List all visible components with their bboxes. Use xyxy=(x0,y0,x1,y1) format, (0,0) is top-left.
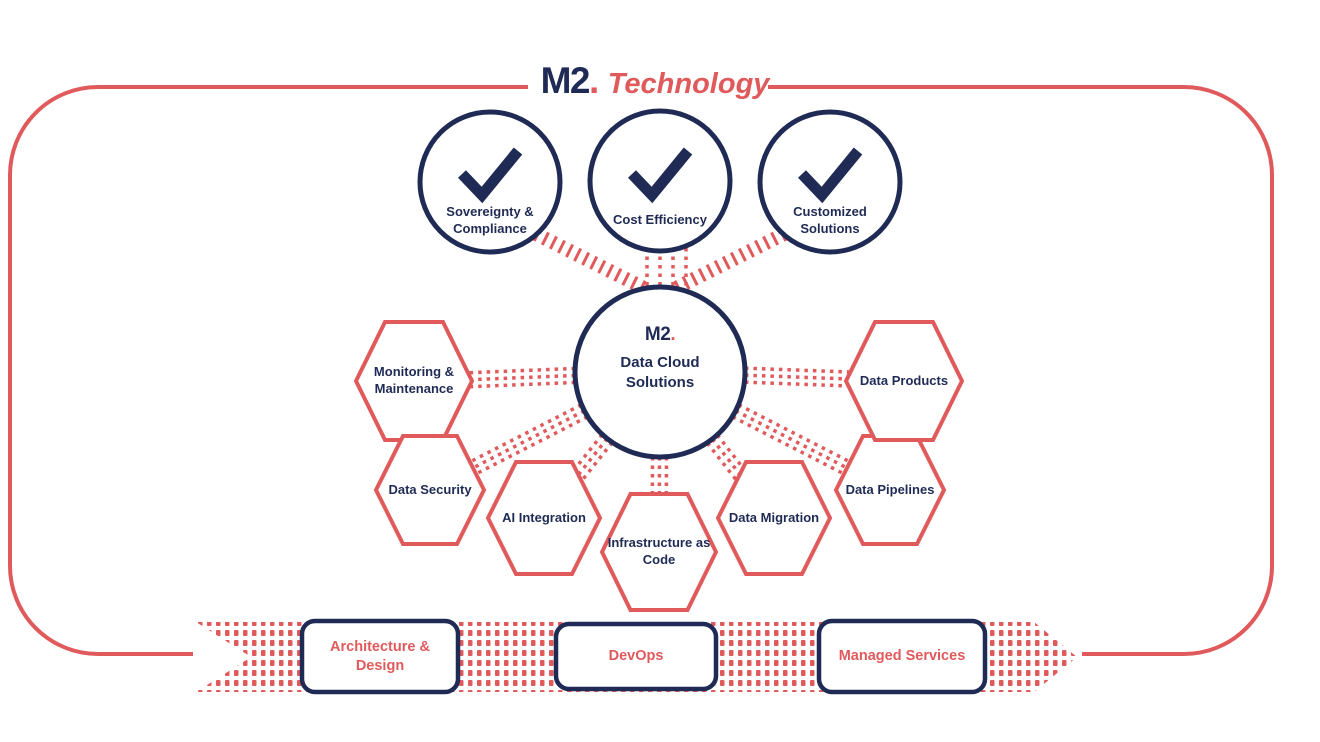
process-box-devops xyxy=(553,621,719,692)
service-hexagon-data-products xyxy=(843,320,965,442)
service-label-data-security: Data Security xyxy=(388,482,472,497)
center-content: M2. Data Cloud Solutions xyxy=(575,324,745,392)
center-label: Data Cloud Solutions xyxy=(620,354,700,391)
service-label-monitoring: Monitoring & Maintenance xyxy=(373,364,455,396)
check-icon xyxy=(458,147,523,204)
process-box-managed-services xyxy=(816,618,988,695)
benefit-connector-right xyxy=(668,227,788,297)
benefit-label-customized: Customized Solutions xyxy=(793,204,867,236)
center-logo-dot: . xyxy=(670,324,676,345)
border-frame xyxy=(8,85,1274,656)
process-label-devops: DevOps xyxy=(556,624,716,689)
process-box-architecture xyxy=(299,618,461,695)
diagram-title: M2. Technology xyxy=(460,60,850,106)
process-label-text: Managed Services xyxy=(838,648,966,665)
service-label-data-migration: Data Migration xyxy=(728,510,820,525)
company-logo: M2. xyxy=(540,60,600,102)
service-label-ai-integration: AI Integration xyxy=(502,510,586,525)
logo-text: M2 xyxy=(540,60,591,101)
logo-dot: . xyxy=(588,60,599,101)
process-label-architecture: Architecture & Design xyxy=(302,621,458,692)
process-label-text: Architecture & Design xyxy=(330,638,430,674)
service-label-infrastructure: Infrastructure as Code xyxy=(607,535,711,567)
process-label-text: DevOps xyxy=(608,648,664,665)
benefit-connector-left xyxy=(532,227,652,297)
center-logo-text: M2 xyxy=(644,324,671,345)
benefit-label-cost-efficiency: Cost Efficiency xyxy=(613,212,707,227)
service-hexagon-data-security xyxy=(373,434,487,546)
check-icon xyxy=(628,147,693,204)
center-circle xyxy=(572,284,748,460)
service-label-data-products: Data Products xyxy=(859,373,949,388)
title-text: Technology xyxy=(607,68,770,100)
service-hexagon-data-migration xyxy=(715,460,833,576)
check-icon xyxy=(798,147,863,204)
benefit-label-sovereignty: Sovereignty & Compliance xyxy=(446,204,534,236)
service-hexagon-infrastructure xyxy=(599,492,719,612)
process-label-managed-services: Managed Services xyxy=(819,621,985,692)
center-logo: M2. xyxy=(575,324,745,346)
service-label-data-pipelines: Data Pipelines xyxy=(845,482,935,497)
service-hexagon-ai-integration xyxy=(485,460,603,576)
